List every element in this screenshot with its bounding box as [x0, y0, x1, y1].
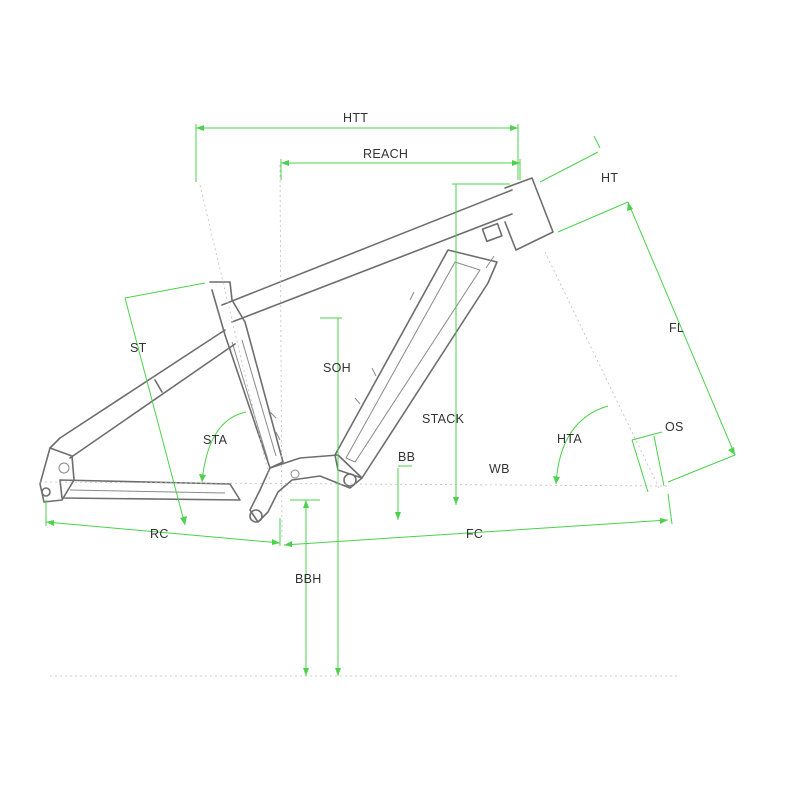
htt-dimension-line: [195, 124, 519, 182]
label-rc: RC: [150, 527, 169, 541]
steering-axis: [544, 251, 661, 491]
label-sta: STA: [203, 433, 228, 447]
rc-dimension-line: [45, 500, 281, 546]
label-reach: REACH: [363, 147, 408, 161]
ht-dimension-line: [539, 135, 601, 183]
rear-dropout-detail: [58, 462, 70, 474]
label-wb: WB: [489, 462, 510, 476]
sta-arrow: [199, 474, 206, 482]
fc-dimension-line: [283, 493, 673, 546]
st-dimension-line: [124, 282, 206, 526]
label-bbh: BBH: [295, 572, 322, 586]
bb-arrow-bottom: [395, 512, 401, 520]
fc-arrow-right: [660, 518, 668, 524]
label-os: OS: [665, 420, 684, 434]
stack-arrow-bottom: [453, 497, 459, 505]
seat-tube-axis: [199, 184, 271, 481]
bbh-arrow-top: [303, 500, 309, 508]
rear-axle: [41, 487, 51, 497]
soh-dimension-line: [320, 317, 342, 676]
bbh-arrow-bottom: [303, 668, 309, 676]
hta-arrow: [553, 476, 560, 484]
label-ht: HT: [601, 171, 618, 185]
cable-guides: [269, 255, 495, 441]
bbh-dimension-line: [290, 499, 320, 676]
dimension-labels: HTT REACH HT FL ST SOH STACK STA HTA OS …: [130, 111, 684, 586]
fl-dimension-line: [557, 201, 736, 483]
rc-arrow-right: [272, 539, 280, 545]
down-tube-inner: [345, 261, 481, 463]
chain-stay-inner: [69, 489, 226, 494]
stack-dimension-line: [452, 183, 510, 505]
seat-tube: [209, 281, 284, 469]
fl-arrow-top: [627, 202, 633, 211]
rear-dropout: [39, 447, 75, 503]
htt-arrow-left: [196, 125, 204, 131]
label-st: ST: [130, 341, 147, 355]
fl-arrow-bottom: [728, 447, 735, 455]
label-htt: HTT: [343, 111, 368, 125]
reach-arrow-right: [512, 160, 520, 166]
fc-arrow-left: [284, 541, 292, 547]
extension-lines: [39, 164, 680, 677]
os-dimension-line: [631, 431, 665, 493]
seat-tube-inner: [231, 339, 277, 461]
label-stack: STACK: [422, 412, 465, 426]
motor-bolt: [249, 509, 263, 523]
htt-arrow-right: [510, 125, 518, 131]
label-soh: SOH: [323, 361, 351, 375]
dimension-lines: [45, 124, 736, 676]
hta-angle-arc: [555, 405, 609, 485]
battery-lock: [481, 222, 503, 243]
reach-dimension-line: [280, 159, 521, 180]
label-hta: HTA: [557, 432, 582, 446]
down-tube: [334, 249, 498, 479]
bottom-bracket: [343, 473, 357, 487]
label-fl: FL: [669, 321, 684, 335]
dimension-arrows: [46, 125, 735, 676]
sta-angle-arc: [201, 411, 247, 483]
soh-arrow-bottom: [335, 668, 341, 676]
top-tube: [221, 189, 513, 323]
head-tube: [504, 177, 554, 251]
reach-arrow-left: [281, 160, 289, 166]
label-bb: BB: [398, 450, 415, 464]
bike-frame: [39, 177, 554, 523]
rc-arrow-left: [46, 520, 54, 526]
pivot-bolt: [290, 469, 300, 479]
label-fc: FC: [466, 527, 483, 541]
st-arrow-bottom: [180, 516, 187, 525]
bb-dimension-line: [397, 465, 412, 520]
